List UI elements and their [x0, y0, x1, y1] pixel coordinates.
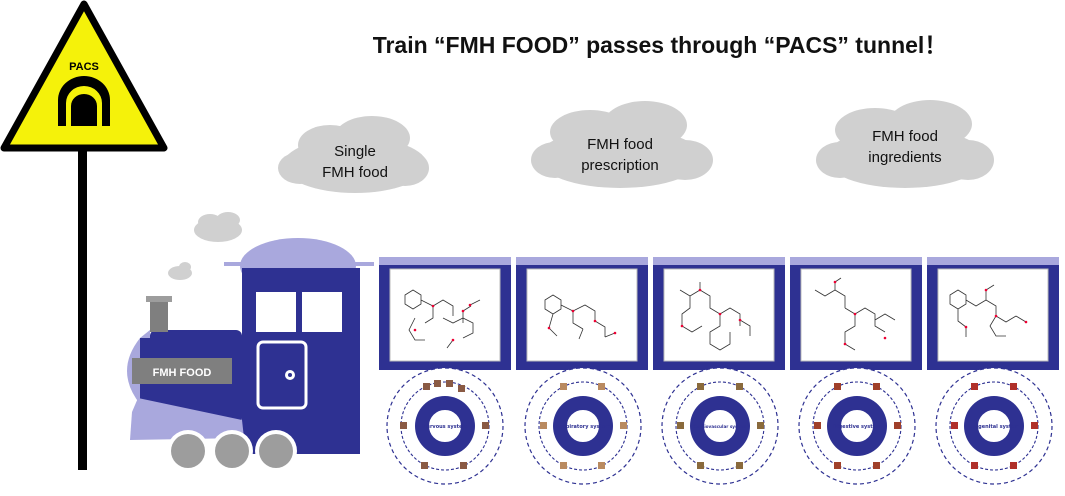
- pacs-warning-sign: [0, 0, 168, 152]
- locomotive: FMH FOOD: [127, 238, 374, 472]
- page-title: Train “FMH FOOD” passes through “PACS” t…: [372, 32, 948, 58]
- cloud-line: FMH food: [322, 164, 388, 181]
- cloud-2: [531, 101, 713, 188]
- cloud-1: [278, 116, 429, 193]
- cloud-line: FMH food: [587, 136, 653, 153]
- chimney: [150, 300, 168, 332]
- molecule-structure-icon: [526, 268, 638, 362]
- molecule-structure-icon: [937, 268, 1049, 362]
- cloud-line: Single: [334, 143, 376, 160]
- cab-window-right: [302, 292, 342, 332]
- cloud-line: FMH food: [872, 128, 938, 145]
- molecule-structure-icon: [800, 268, 912, 362]
- sign-label: PACS: [69, 61, 99, 73]
- wagon-3: Cardiovascular system: [653, 257, 785, 485]
- system-label: Nervous system: [422, 424, 467, 430]
- cloud-label-prescription: FMH food prescription: [565, 134, 675, 176]
- wagon-5: Urogenital system: [927, 257, 1059, 485]
- wagon-4: Digestive system: [790, 257, 922, 485]
- wheel: [215, 434, 249, 468]
- cloud-label-ingredients: FMH food ingredients: [850, 126, 960, 168]
- tunnel-icon: [58, 76, 110, 126]
- sign-post: [78, 150, 87, 470]
- cloud-line: ingredients: [868, 149, 942, 166]
- locomotive-nameplate: [132, 358, 232, 384]
- locomotive-label: FMH FOOD: [153, 367, 212, 379]
- system-label: Urogenital system: [968, 424, 1020, 430]
- cab-door: [256, 340, 308, 410]
- system-label: Respiratory system: [556, 424, 611, 430]
- wheel: [171, 434, 205, 468]
- molecule-structure-icon: [389, 268, 501, 362]
- cloud-line: prescription: [581, 157, 659, 174]
- cloud-3: [816, 100, 994, 188]
- molecule-structure-icon: [663, 268, 775, 362]
- wagon-1: Nervous system: [379, 257, 511, 485]
- cloud-label-single: Single FMH food: [300, 141, 410, 183]
- cab-window-left: [256, 292, 296, 332]
- wagon-2: Respiratory system: [516, 257, 648, 485]
- wheel: [259, 434, 293, 468]
- smoke-cloud: [168, 212, 242, 280]
- system-label: Cardiovascular system: [693, 424, 747, 429]
- system-label: Digestive system: [833, 424, 882, 430]
